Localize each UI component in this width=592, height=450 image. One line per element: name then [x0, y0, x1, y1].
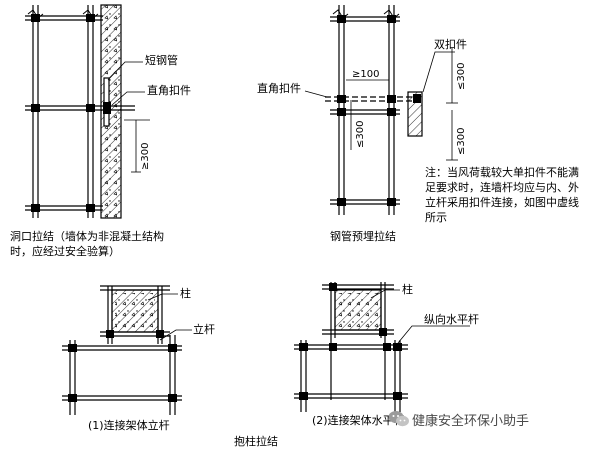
label-short-pipe-a: 短钢管	[145, 54, 178, 67]
dimension-300-a: ≥300	[140, 142, 151, 170]
diagram-d-ledger-tie	[294, 282, 470, 412]
dimension-300-right-bottom: ≤300	[456, 127, 467, 155]
group-title: 抱柱拉结	[234, 435, 278, 448]
label-ledger: 纵向水平杆	[424, 313, 479, 326]
dimension-300-left: ≤300	[355, 120, 366, 148]
label-upright: 立杆	[193, 323, 215, 336]
label-double-coupler: 双扣件	[434, 38, 467, 51]
label-column-c: 柱	[180, 287, 191, 300]
label-right-angle-coupler-b: 直角扣件	[257, 82, 301, 95]
wechat-icon	[388, 410, 410, 432]
watermark-text: 健康安全环保小助手	[412, 414, 530, 429]
note-diagram-b: 注：当风荷载较大单扣件不能满足要求时，连墙杆均应与内、外立杆采用扣件连接，如图中…	[425, 166, 579, 224]
label-column-d: 柱	[402, 283, 413, 296]
diagram-a-opening-tie	[25, 4, 150, 219]
caption-diagram-c: (1)连接架体立杆	[88, 419, 170, 432]
dimension-300-right-top: ≤300	[456, 62, 467, 90]
diagram-b-embedded-pipe-tie	[304, 5, 458, 215]
dimension-100: ≥100	[352, 69, 380, 80]
diagram-c-upright-tie	[62, 285, 192, 415]
caption-diagram-a: 洞口拉结（墙体为非混凝土结构时，应经过安全验算）	[10, 230, 164, 258]
caption-diagram-d: (2)连接架体水平杆	[312, 414, 405, 427]
label-right-angle-coupler-a: 直角扣件	[147, 84, 191, 97]
caption-diagram-b: 钢管预埋拉结	[330, 230, 396, 243]
